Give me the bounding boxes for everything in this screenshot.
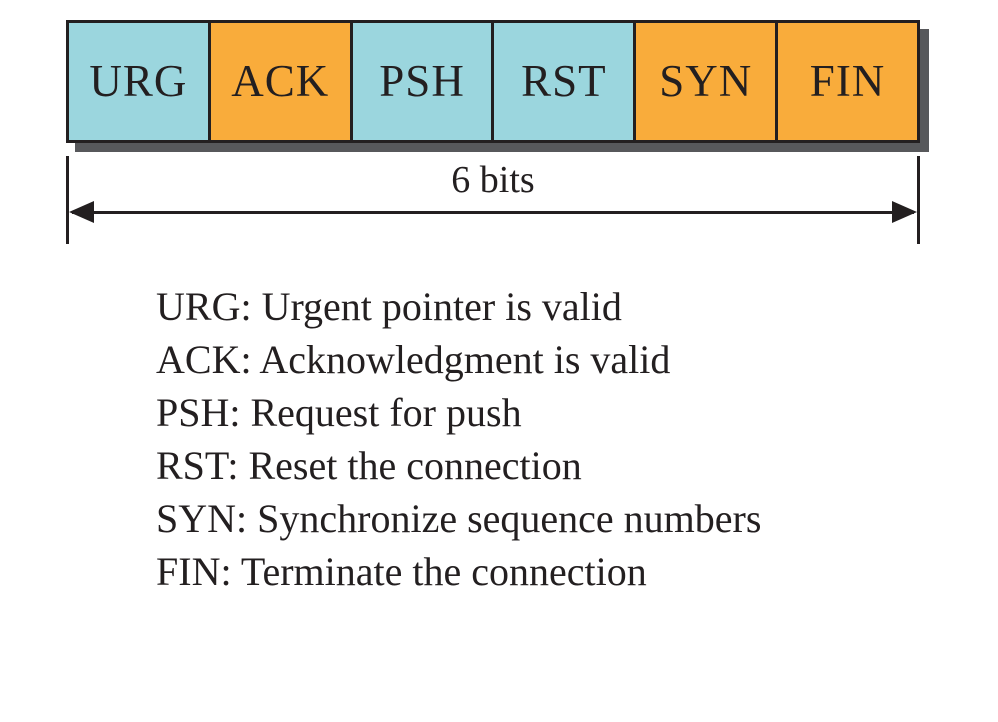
flag-cell-fin: FIN <box>775 23 917 140</box>
tcp-flags-box: URG ACK PSH RST SYN FIN <box>66 20 920 143</box>
arrowhead-left-icon <box>69 201 94 223</box>
flag-cell-rst: RST <box>491 23 634 140</box>
flag-label-syn: SYN <box>659 56 753 106</box>
legend-line-ack: ACK: Acknowledgment is valid <box>156 337 671 382</box>
dimension-label: 6 bits <box>451 159 535 201</box>
flag-legend: URG: Urgent pointer is valid ACK: Acknow… <box>156 280 761 598</box>
dimension-arrow-line <box>72 211 914 214</box>
legend-line-syn: SYN: Synchronize sequence numbers <box>156 496 762 541</box>
flag-label-psh: PSH <box>379 56 465 106</box>
legend-line-rst: RST: Reset the connection <box>156 443 582 488</box>
flag-label-ack: ACK <box>231 56 330 106</box>
flag-label-rst: RST <box>521 56 607 106</box>
flag-label-fin: FIN <box>809 56 886 106</box>
legend-line-psh: PSH: Request for push <box>156 390 522 435</box>
flag-cell-ack: ACK <box>207 23 350 140</box>
dimension-left-tick <box>66 156 69 244</box>
flag-cell-syn: SYN <box>633 23 776 140</box>
arrowhead-right-icon <box>892 201 917 223</box>
flag-cell-psh: PSH <box>349 23 492 140</box>
flag-cell-urg: URG <box>69 23 208 140</box>
flag-label-urg: URG <box>89 56 188 106</box>
legend-line-urg: URG: Urgent pointer is valid <box>156 284 622 329</box>
legend-line-fin: FIN: Terminate the connection <box>156 549 647 594</box>
dimension-right-tick <box>917 156 920 244</box>
